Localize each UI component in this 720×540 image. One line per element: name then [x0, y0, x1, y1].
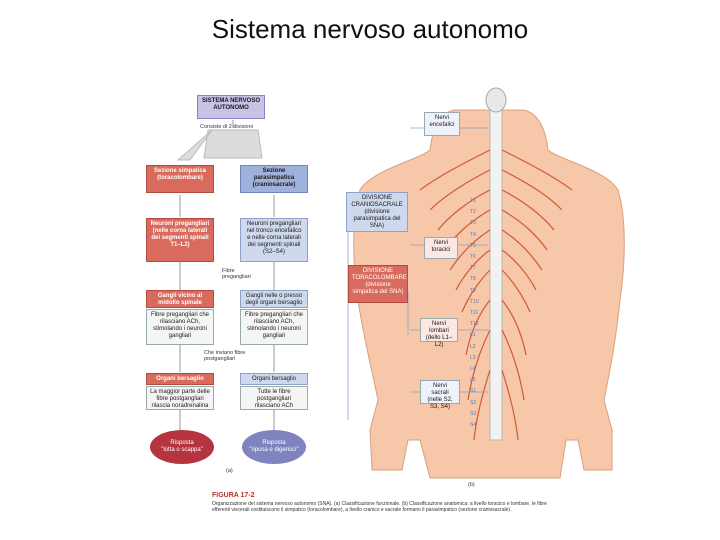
postganglionic-label: Che inviano fibre postgangliari	[204, 350, 246, 362]
preganglionic-fibers-label: Fibre pregangliari	[222, 268, 251, 280]
sacral-nerves-box: Nervi sacrali (nelle S2, S3, S4)	[420, 380, 460, 410]
consists-label: Consiste di 2 divisioni	[200, 124, 253, 130]
parasympathetic-division-box: Sezione parasimpatica (craniosacrale)	[240, 165, 308, 193]
craniosacral-division-box: DIVISIONE CRANIOSACRALE (divisione paras…	[346, 192, 408, 232]
panel-b-label: (b)	[468, 482, 475, 488]
lumbar-nerves-box: Nervi lombari (dello L1–L2)	[420, 318, 458, 348]
figure-caption-heading: FIGURA 17-2	[212, 492, 255, 499]
sympathetic-division-box: Sezione simpatica (toracolombare)	[146, 165, 214, 193]
spine-level-label: L1	[470, 332, 476, 339]
sympathetic-preganglionic-box: Neuroni pregangliari (nelle corna latera…	[146, 218, 214, 262]
parasympathetic-response-title: Risposta	[262, 440, 286, 446]
parasympathetic-release-box: Tutte le fibre postgangliari rilasciano …	[240, 386, 308, 410]
parasympathetic-preganglionic-box: Neuroni pregangliari nel tronco encefali…	[240, 218, 308, 262]
panel-a-label: (a)	[226, 468, 233, 474]
spine-level-label: T4	[470, 231, 476, 238]
figure-caption-body: Organizzazione del sistema nervoso auton…	[212, 501, 547, 514]
sympathetic-ganglia-box: Gangli vicino al midollo spinale	[146, 290, 214, 308]
parasympathetic-fibers-box: Fibre pregangliari che rilasciano ACh, s…	[240, 309, 308, 345]
spine-level-label: T6	[470, 254, 476, 260]
sympathetic-release-box: La maggior parte delle fibre postganglia…	[146, 386, 214, 410]
sympathetic-fibers-box: Fibre pregangliari che rilasciano ACh, s…	[146, 309, 214, 345]
ans-top-box: SISTEMA NERVOSO AUTONOMO	[197, 95, 265, 119]
spine-level-label: S4	[470, 422, 477, 428]
spine-level-label: T7	[470, 265, 476, 272]
parasympathetic-ganglia-box: Gangli nelle o presso degli organi bersa…	[240, 290, 308, 308]
parasympathetic-response-text: "riposa e digerisci"	[249, 447, 299, 453]
spine-level-label: T12	[470, 321, 479, 328]
thoracolumbar-division-box: DIVISIONE TORACOLOMBARE (divisione simpa…	[348, 265, 408, 303]
spine-level-label: T10	[470, 298, 479, 305]
spine-level-label: T11	[470, 310, 479, 316]
spine-level-label: S1	[470, 388, 477, 395]
sympathetic-response-title: Risposta	[170, 440, 194, 446]
thoracic-nerves-box: Nervi toracici	[424, 237, 458, 259]
spine-level-label: S2	[470, 399, 477, 406]
spine-level-label: L3	[470, 354, 476, 361]
parasympathetic-targets-box: Organi bersaglio	[240, 373, 308, 385]
spine-level-label: T3	[470, 220, 476, 227]
spine-level-label: T8	[470, 276, 476, 283]
sympathetic-response-oval: Risposta "lotta o scappa"	[150, 430, 214, 464]
spine-level-label: T9	[470, 287, 476, 294]
spine-level-label: T5	[470, 242, 476, 249]
spine-level-label: L5	[470, 377, 476, 384]
parasympathetic-response-oval: Risposta "riposa e digerisci"	[242, 430, 306, 464]
spine-level-label: S3	[470, 410, 477, 417]
spine-level-label: L4	[470, 366, 476, 372]
spine-level-label: L2	[470, 343, 476, 350]
cranial-nerves-box: Nervi encefalici	[424, 112, 460, 136]
page-title: Sistema nervoso autonomo	[211, 14, 529, 44]
sympathetic-response-text: "lotta o scappa"	[161, 447, 203, 453]
sympathetic-targets-box: Organi bersaglio	[146, 373, 214, 385]
spine-level-label: T2	[470, 209, 476, 216]
nerve-branches	[419, 149, 573, 441]
spine-level-label: T1	[470, 198, 476, 204]
